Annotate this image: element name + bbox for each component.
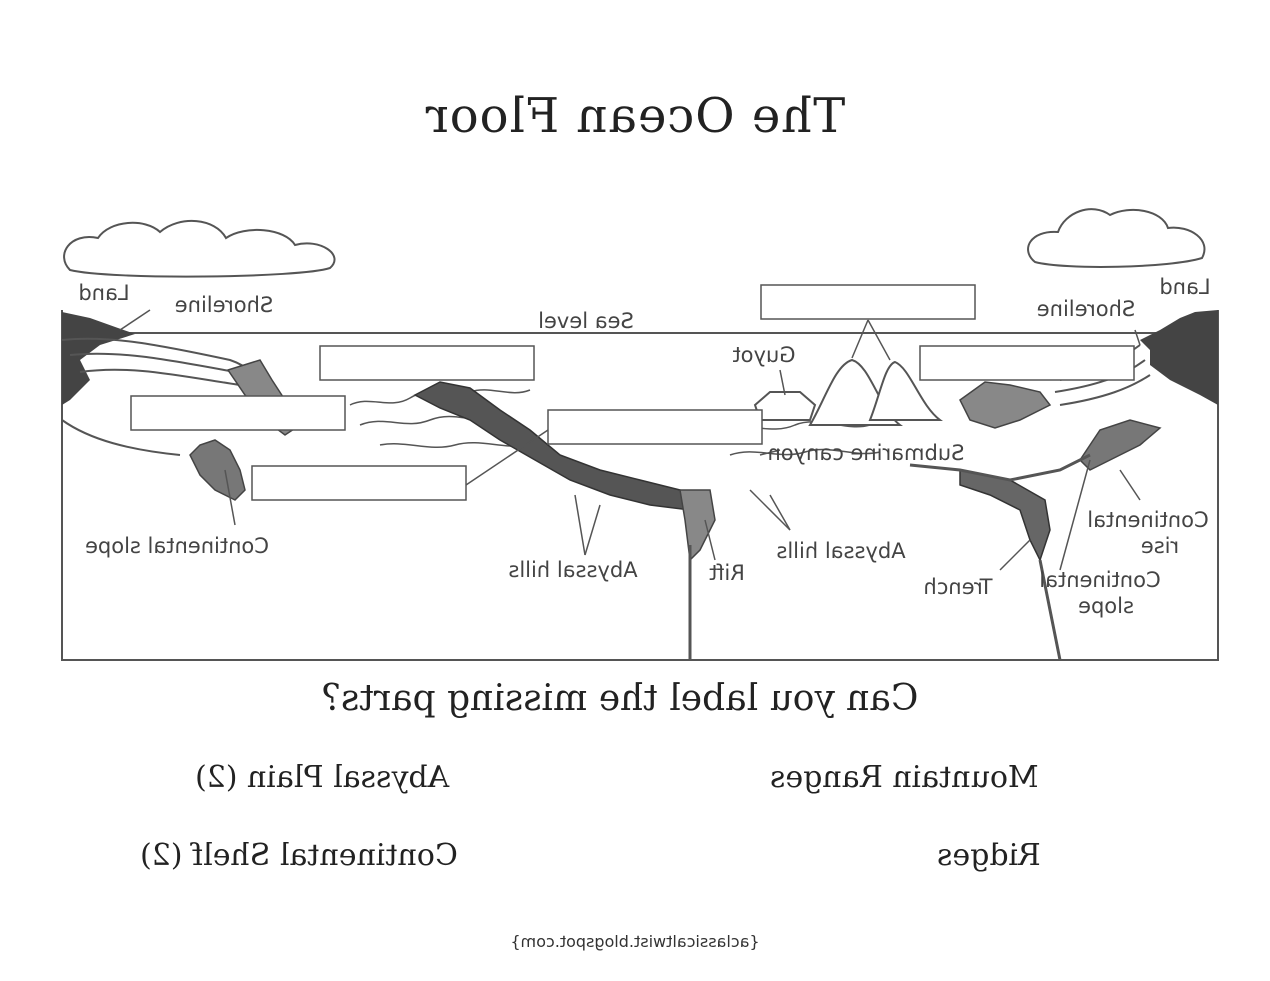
cloud-right-icon [1027,208,1206,268]
answer-box-4[interactable] [130,395,346,431]
word-bank-continental-shelf: Continental Shelf (2) [140,838,458,873]
continental-slope-left-hatch [189,439,246,501]
trench-crack [1038,559,1062,661]
label-land-right: Land [1159,275,1210,299]
label-guyot: Guyot [732,343,795,367]
land-right [1140,310,1218,405]
word-bank-mountain-ranges: Mountain Ranges [770,760,1039,795]
answer-box-1[interactable] [760,284,976,320]
label-continental-slope-left: Continental slope [85,534,269,558]
continental-slope-right-hatch [1079,419,1162,471]
answer-box-5[interactable] [547,409,763,445]
question-text: Can you label the missing parts? [321,678,919,719]
shelf-edge-right-hatch [959,381,1052,429]
label-continental-slope-right-2: slope [1078,594,1134,618]
word-bank-ridges: Ridges [937,838,1041,873]
rift-valley [679,489,716,562]
footer-credit: {aclassicaltwist.blogspot.com} [510,932,760,951]
label-sea-level: Sea level [538,309,634,333]
label-abyssal-hills-left: Abyssal hills [508,558,637,582]
guyot [753,391,817,421]
diagram-frame [61,310,1219,661]
label-shoreline-right: Shoreline [1037,297,1135,321]
answer-box-3[interactable] [919,345,1135,381]
answer-box-2[interactable] [319,345,535,381]
cloud-left-icon [63,220,336,278]
answer-box-6[interactable] [251,465,467,501]
word-bank-abyssal-plain: Abyssal Plain (2) [195,760,450,795]
label-continental-slope-right-1: Continental [1039,568,1160,592]
continental-shelf-left-layers [61,337,301,456]
label-continental-rise-1: Continental [1087,508,1208,532]
label-continental-rise-2: rise [1141,534,1179,558]
label-abyssal-hills-right: Abyssal hills [776,539,905,563]
seamount-right [868,360,943,421]
label-shoreline-left: Shoreline [175,293,273,317]
label-submarine-canyon: Submarine canyon [768,441,965,465]
land-left [62,312,135,405]
submarine-canyon [909,453,1091,482]
label-trench: Trench [924,575,994,599]
trench [959,469,1051,562]
label-rift: Rift [709,561,745,585]
leader-lines [119,309,1141,571]
label-land-left: Land [78,281,129,305]
